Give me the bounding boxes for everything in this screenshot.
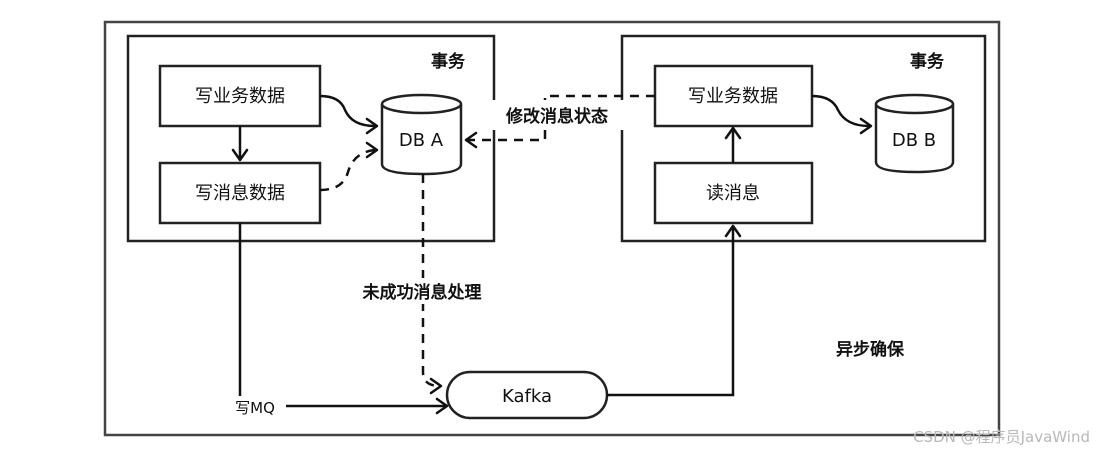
kafka-label: Kafka — [502, 386, 552, 407]
async-ensure-label: 异步确保 — [836, 339, 905, 360]
right-write-business-label: 写业务数据 — [688, 86, 778, 107]
left-business-to-message-arrow — [231, 126, 249, 162]
db-b-label: DB B — [892, 130, 936, 151]
failed-handling-label: 未成功消息处理 — [362, 282, 482, 303]
failed-handling-arrow — [421, 174, 443, 395]
failed-handling-label-bg — [338, 278, 506, 304]
right-business-to-dbb-arrow — [811, 94, 873, 135]
read-to-write-business-arrow — [724, 126, 742, 163]
kafka-to-read-message-arrow — [607, 224, 742, 397]
left-write-message-label: 写消息数据 — [195, 183, 285, 204]
db-a-label: DB A — [399, 130, 444, 151]
csdn-watermark: CSDN @程序员JavaWind — [913, 428, 1090, 446]
left-message-to-dba-arrow — [319, 141, 379, 192]
left-write-message-box — [158, 161, 322, 225]
outer-frame — [103, 20, 1001, 437]
write-mq-arrow — [238, 223, 449, 415]
write-mq-label: 写MQ — [235, 399, 275, 417]
db-b-cylinder — [874, 93, 955, 174]
right-transaction-title: 事务 — [910, 51, 945, 72]
write-mq-label-bg — [224, 396, 286, 418]
update-status-label: 修改消息状态 — [505, 106, 608, 127]
read-message-box — [653, 161, 814, 225]
left-transaction-title: 事务 — [431, 51, 466, 72]
read-message-label: 读消息 — [706, 183, 760, 204]
left-write-business-label: 写业务数据 — [195, 86, 285, 107]
right-write-business-box — [653, 64, 814, 128]
left-business-to-dba-arrow — [319, 94, 379, 135]
update-status-label-bg — [484, 100, 630, 130]
